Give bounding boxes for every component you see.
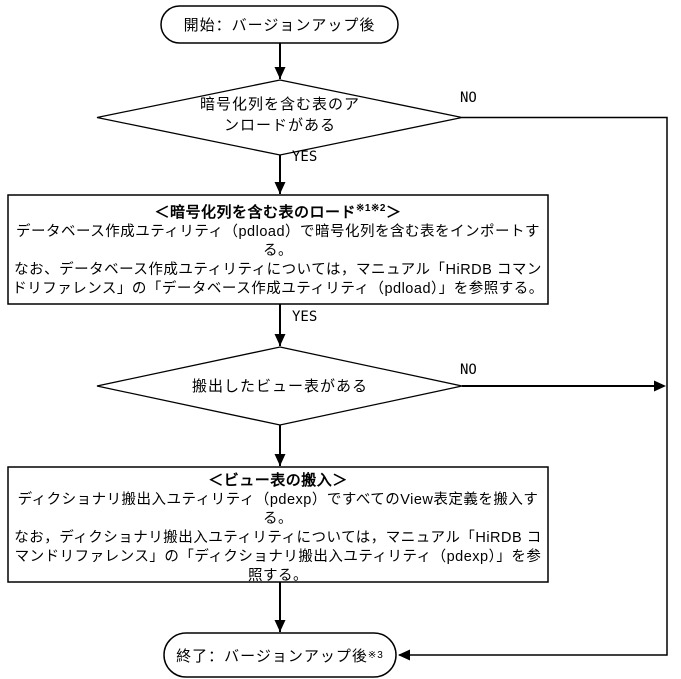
end-terminal-label: 終了：バージョンアップ後※3 (164, 633, 396, 677)
arrowhead-down-5 (274, 620, 286, 632)
process2-body-sentence1: ディクショナリ搬出入ユティリティ（pdexp）ですべてのView表定義を搬入する… (17, 492, 539, 527)
process1-title: ＜暗号化列を含む表のロード※1※2＞ (10, 199, 546, 223)
decision1-no-label: NO (460, 90, 477, 106)
process1-title-close: ＞ (385, 204, 402, 221)
decision2-label: 搬出したビュー表がある (191, 378, 368, 395)
process1-title-superscript: ※1※2 (356, 203, 386, 214)
process1-title-text: ＜暗号化列を含む表のロード (154, 204, 357, 221)
process1-yes-label: YES (292, 309, 318, 325)
start-terminal-shape (160, 5, 399, 44)
arrowhead-down-1 (274, 67, 286, 79)
decision2-no-label: NO (460, 362, 477, 378)
connector-decision1-no (399, 116, 668, 656)
start-terminal-label: 開始：バージョンアップ後 (183, 17, 376, 34)
process1-shape (7, 194, 549, 305)
decision1-yes-label: YES (292, 149, 318, 165)
process2-box: ＜ビュー表の搬入＞ ディクショナリ搬出入ユティリティ（pdexp）ですべてのVi… (10, 471, 546, 586)
arrowhead-down-3 (274, 334, 286, 346)
process1-box: ＜暗号化列を含む表のロード※1※2＞ データベース作成ユティリティ（pdload… (10, 199, 546, 299)
arrowhead-right-merge (654, 380, 666, 392)
arrowhead-down-4 (274, 454, 286, 466)
process2-title: ＜ビュー表の搬入＞ (208, 472, 348, 489)
end-terminal-shape (163, 632, 397, 678)
end-terminal-text: 終了：バージョンアップ後 (176, 647, 368, 665)
decision1-label: 暗号化列を含む表のアンロードがある (199, 96, 360, 134)
process1-body-sentence2: なお、データベース作成ユティリティについては，マニュアル「HiRDB コマンドリ… (12, 262, 544, 297)
end-terminal-superscript: ※3 (367, 649, 384, 661)
process2-shape (7, 466, 549, 583)
arrowhead-down-2 (274, 182, 286, 194)
process1-body-sentence1: データベース作成ユティリティ（pdload）で暗号化列を含む表をインポートする。 (15, 224, 541, 259)
process2-body-sentence2: なお，ディクショナリ搬出入ユティリティについては，マニュアル「HiRDB コマン… (14, 530, 542, 584)
arrowhead-left-end (398, 649, 410, 661)
